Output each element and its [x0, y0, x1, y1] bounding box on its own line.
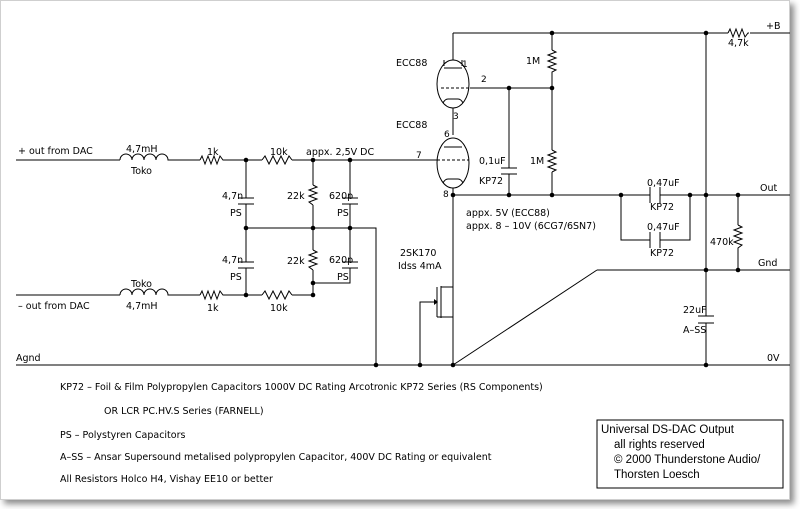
title-line-4: Thorsten Loesch — [614, 469, 700, 481]
wires — [16, 32, 790, 366]
c-620p-top-type: PS — [337, 208, 349, 219]
output-label: Out — [760, 183, 777, 194]
note-kp72: KP72 – Foil & Film Polypropylen Capacito… — [60, 382, 543, 393]
r-1m-top-label: 1M — [526, 56, 540, 67]
tube-top-symbol — [436, 59, 470, 109]
resistor-10k-bottom-symbol — [261, 289, 293, 301]
voltage-note-ecc88: appx. 5V (ECC88) — [466, 208, 550, 219]
tube-bottom-symbol — [436, 137, 470, 189]
bias-voltage-label: appx. 2,5V DC — [306, 147, 374, 158]
note-lcr: OR LCR PC.HV.S Series (FARNELL) — [104, 406, 264, 417]
pin8-label: 8 — [443, 190, 449, 200]
r-470k-label: 470k — [710, 237, 734, 248]
title-line-3: © 2000 Thunderstone Audio/ — [614, 454, 761, 466]
component-notes: KP72 – Foil & Film Polypropylen Capacito… — [60, 382, 543, 485]
c-047u-bottom-type: KP72 — [650, 248, 674, 259]
r-4k7-label: 4,7k — [728, 38, 749, 49]
c-22u-label: 22uF — [683, 305, 707, 316]
inductor-bottom-name: Toko — [130, 279, 152, 290]
r-10k-bottom-label: 10k — [270, 303, 288, 314]
schematic-frame — [0, 0, 790, 500]
agnd-label: Agnd — [16, 353, 41, 364]
pin7-label: 7 — [416, 151, 422, 161]
tube-top-label: ECC88 — [396, 58, 427, 69]
r-1k-top-label: 1k — [207, 147, 219, 158]
resistor-1k-top-symbol — [199, 154, 225, 166]
note-ass: A–SS – Ansar Supersound metalised polypr… — [60, 452, 492, 463]
title-line-2: all rights reserved — [614, 439, 705, 451]
voltage-note-6cg7: appx. 8 – 10V (6CG7/6SN7) — [466, 221, 596, 232]
tube-bottom-label: ECC88 — [396, 120, 427, 131]
title-block: Universal DS-DAC Output all rights reser… — [596, 419, 784, 489]
r-22k-top-label: 22k — [287, 191, 305, 202]
capacitor-620p-top-symbol — [342, 197, 358, 205]
note-resistors: All Resistors Holco H4, Vishay EE10 or b… — [60, 474, 273, 485]
pin6-label: 6 — [444, 130, 450, 140]
junctions — [243, 30, 741, 368]
r-1k-bottom-label: 1k — [207, 303, 219, 314]
c-620p-bottom-label: 620p — [329, 255, 353, 266]
r-22k-bottom-label: 22k — [287, 256, 305, 267]
inductor-bottom-symbol — [119, 288, 170, 296]
inductor-top-symbol — [119, 153, 170, 161]
c-22u-type: A–SS — [683, 325, 706, 336]
c-620p-top-label: 620p — [329, 191, 353, 202]
c-047u-top-type: KP72 — [650, 202, 674, 213]
resistor-1m-top-symbol — [546, 49, 558, 74]
capacitor-01u-symbol — [501, 167, 517, 175]
c-047u-bottom-label: 0,47uF — [647, 222, 680, 233]
zero-volt-label: 0V — [767, 353, 780, 364]
resistor-470k-symbol — [732, 224, 744, 251]
c-01u-type: KP72 — [479, 176, 503, 187]
resistor-1m-bottom-symbol — [546, 149, 558, 173]
input-plus-label: + out from DAC — [18, 146, 93, 157]
pin3-label: 3 — [453, 112, 459, 122]
capacitor-047u-top-symbol — [649, 187, 661, 203]
pin1-label: 1 — [462, 60, 468, 70]
gnd-label: Gnd — [758, 258, 777, 269]
c-620p-bottom-type: PS — [337, 272, 349, 283]
c-047u-top-label: 0,47uF — [647, 178, 680, 189]
resistor-10k-top-symbol — [261, 154, 293, 166]
c-4n7-bottom-label: 4,7n — [222, 255, 243, 266]
jfet-idss-label: Idss 4mA — [398, 261, 442, 272]
capacitor-620p-bottom-symbol — [342, 261, 358, 269]
jfet-symbol — [434, 286, 453, 318]
plus-b-label: +B — [766, 21, 780, 32]
capacitor-4n7-top-symbol — [238, 197, 254, 205]
c-01u-label: 0,1uF — [479, 156, 506, 167]
r-1m-bottom-label: 1M — [530, 156, 544, 167]
c-4n7-top-type: PS — [230, 208, 242, 219]
inductor-top-value: 4,7mH — [126, 144, 158, 155]
title-line-1: Universal DS-DAC Output — [601, 424, 735, 436]
pin2-label: 2 — [481, 75, 487, 85]
c-4n7-bottom-type: PS — [230, 272, 242, 283]
resistor-22k-top-symbol — [307, 184, 319, 206]
r-10k-top-label: 10k — [270, 147, 288, 158]
resistor-1k-bottom-symbol — [199, 289, 225, 301]
input-minus-label: – out from DAC — [18, 301, 90, 312]
inductor-bottom-value: 4,7mH — [126, 301, 158, 312]
capacitor-4n7-bottom-symbol — [238, 261, 254, 269]
inductor-top-name: Toko — [130, 166, 152, 177]
resistor-4k7-symbol — [727, 27, 749, 39]
capacitor-047u-bottom-symbol — [649, 232, 661, 248]
resistor-22k-bottom-symbol — [307, 249, 319, 271]
capacitor-22u-symbol — [698, 315, 714, 324]
note-ps: PS – Polystyren Capacitors — [60, 430, 186, 441]
c-4n7-top-label: 4,7n — [222, 191, 243, 202]
jfet-label: 2SK170 — [400, 248, 436, 259]
